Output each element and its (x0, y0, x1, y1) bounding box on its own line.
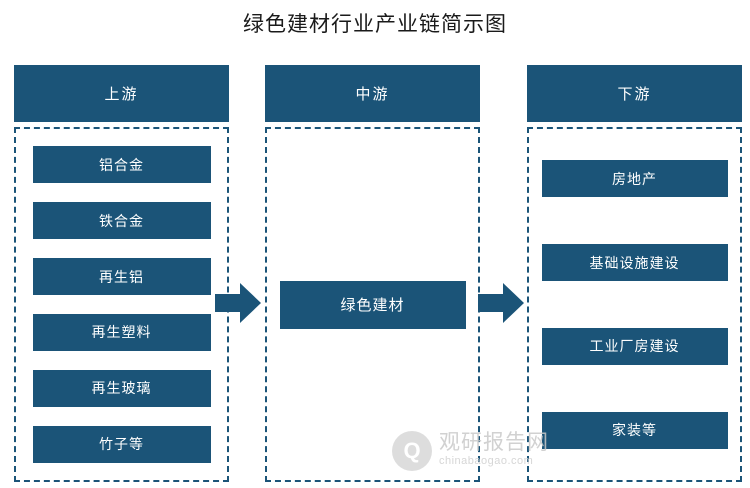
stage-items-downstream: 房地产 基础设施建设 工业厂房建设 家装等 (527, 127, 742, 482)
watermark-name-en: chinabaogao.com (439, 455, 534, 468)
list-item[interactable]: 再生铝 (32, 258, 211, 296)
chain-stage-midstream: 中游 绿色建材 (265, 65, 480, 482)
watermark: Q 观研报告网 chinabaogao.com (392, 425, 632, 477)
chain-stage-upstream: 上游 铝合金 铁合金 再生铝 再生塑料 再生玻璃 竹子等 (14, 65, 229, 482)
list-item[interactable]: 房地产 (541, 160, 728, 198)
stage-items-upstream: 铝合金 铁合金 再生铝 再生塑料 再生玻璃 竹子等 (14, 127, 229, 482)
stage-header-upstream: 上游 (14, 65, 229, 122)
list-item[interactable]: 家装等 (541, 411, 728, 449)
list-item[interactable]: 再生塑料 (32, 313, 211, 351)
watermark-name-cn: 观研报告网 (439, 431, 549, 455)
chain-stage-downstream: 下游 房地产 基础设施建设 工业厂房建设 家装等 (527, 65, 742, 482)
list-item[interactable]: 工业厂房建设 (541, 327, 728, 365)
list-item[interactable]: 铁合金 (32, 202, 211, 240)
page-title: 绿色建材行业产业链简示图 (243, 13, 507, 36)
list-item[interactable]: 基础设施建设 (541, 244, 728, 282)
list-item[interactable]: 再生玻璃 (32, 369, 211, 407)
list-item[interactable]: 竹子等 (32, 425, 211, 463)
arrow-upstream-to-midstream (215, 283, 261, 323)
list-item[interactable]: 铝合金 (32, 146, 211, 184)
stage-header-downstream: 下游 (527, 65, 742, 122)
watermark-logo-icon: Q (392, 431, 432, 471)
stage-items-midstream: 绿色建材 (265, 127, 480, 482)
watermark-logo-glyph: Q (403, 438, 421, 463)
arrow-midstream-to-downstream (478, 283, 524, 323)
watermark-texts: 观研报告网 chinabaogao.com (439, 432, 549, 469)
stage-header-midstream: 中游 (265, 65, 480, 122)
list-item[interactable]: 绿色建材 (279, 280, 466, 329)
